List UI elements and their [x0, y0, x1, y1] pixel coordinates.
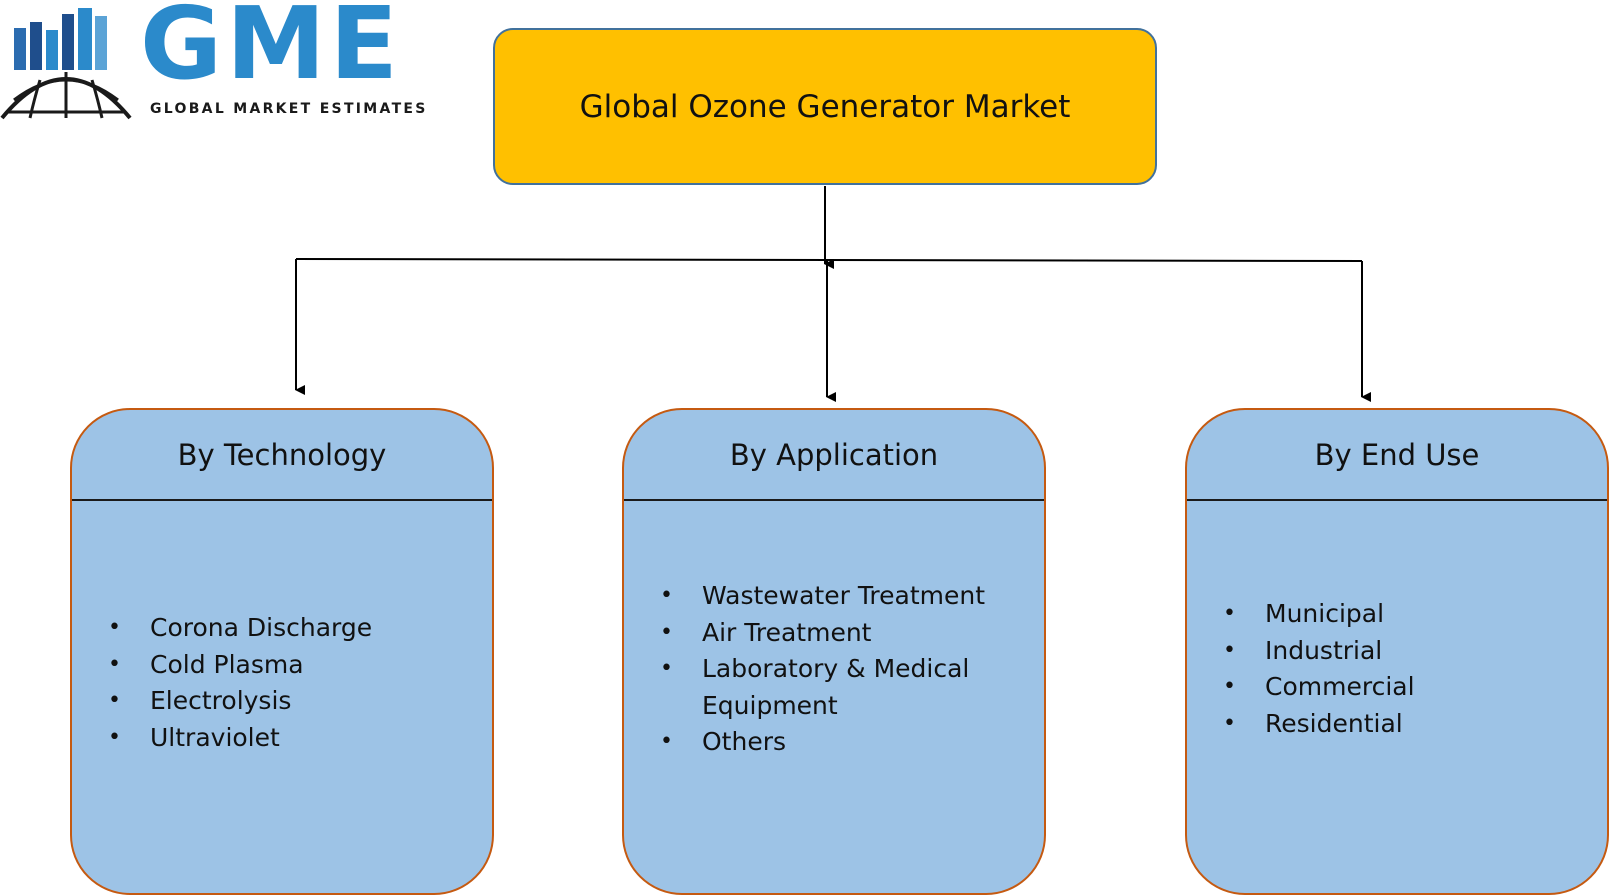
list-item: Wastewater Treatment — [660, 578, 1034, 615]
list-item: Industrial — [1223, 633, 1597, 670]
category-technology: By Technology Corona Discharge Cold Plas… — [70, 408, 494, 895]
globe-bar-chart-icon — [0, 8, 132, 120]
category-items: Corona Discharge Cold Plasma Electrolysi… — [108, 610, 482, 756]
list-item: Residential — [1223, 706, 1597, 743]
list-item: Others — [660, 724, 1034, 761]
list-item: Laboratory & Medical Equipment — [660, 651, 1034, 724]
category-header: By Technology — [72, 410, 492, 501]
logo-brand: GME — [140, 0, 402, 102]
category-end-use: By End Use Municipal Industrial Commerci… — [1185, 408, 1609, 895]
list-item: Air Treatment — [660, 615, 1034, 652]
category-items: Wastewater Treatment Air Treatment Labor… — [660, 578, 1034, 761]
category-header: By Application — [624, 410, 1044, 501]
category-header: By End Use — [1187, 410, 1607, 501]
category-title: By End Use — [1314, 437, 1480, 472]
list-item: Corona Discharge — [108, 610, 482, 647]
list-item: Electrolysis — [108, 683, 482, 720]
category-items: Municipal Industrial Commercial Resident… — [1223, 596, 1597, 742]
root-node-label: Global Ozone Generator Market — [579, 88, 1071, 125]
category-title: By Technology — [177, 437, 387, 472]
category-title: By Application — [729, 437, 939, 472]
gme-logo: GME GLOBAL MARKET ESTIMATES — [0, 0, 480, 130]
list-item: Ultraviolet — [108, 720, 482, 757]
list-item: Municipal — [1223, 596, 1597, 633]
root-node: Global Ozone Generator Market — [493, 28, 1157, 185]
connector-horizontal — [295, 258, 1363, 262]
list-item: Commercial — [1223, 669, 1597, 706]
logo-tagline: GLOBAL MARKET ESTIMATES — [150, 101, 428, 117]
category-application: By Application Wastewater Treatment Air … — [622, 408, 1046, 895]
list-item: Cold Plasma — [108, 647, 482, 684]
